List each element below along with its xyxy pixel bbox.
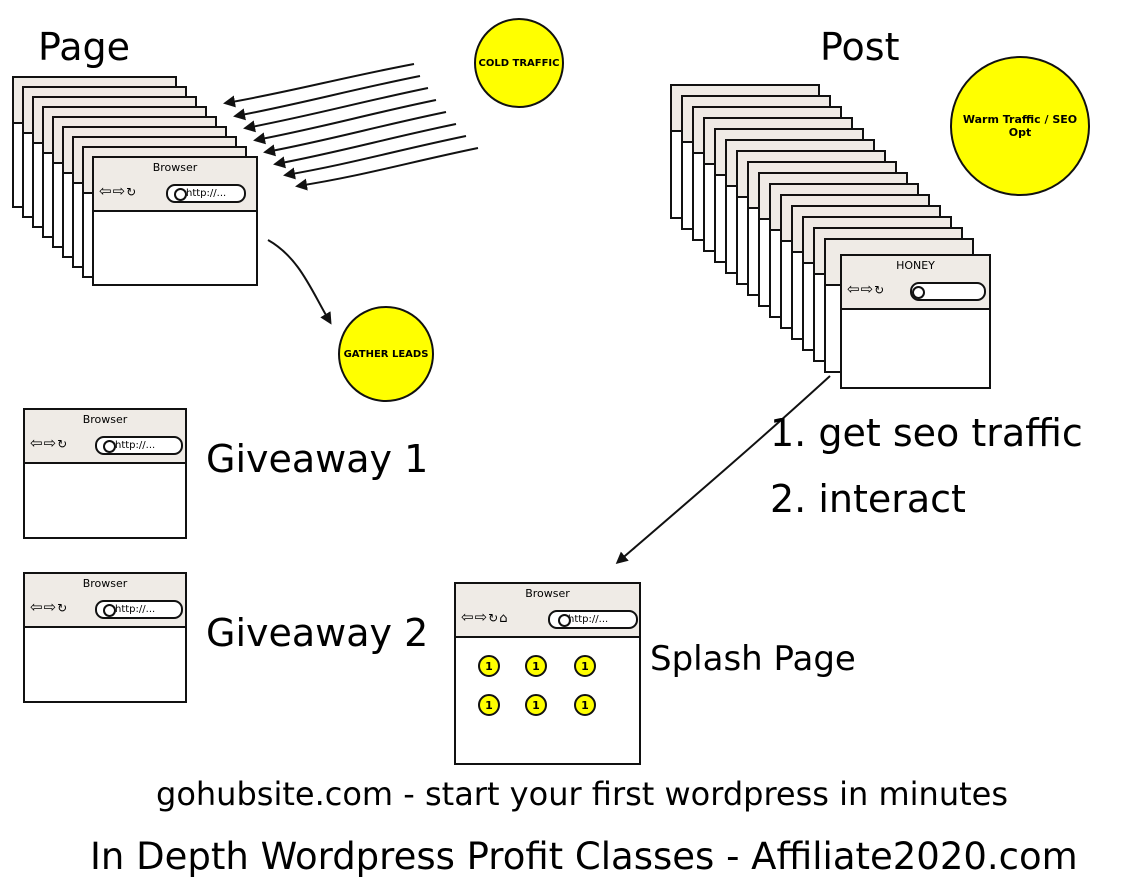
back-arrow-icon: ⇦ [461,608,475,626]
splash-page-label: Splash Page [650,639,856,679]
back-arrow-icon: ⇦ [847,280,861,298]
giveaway-1-browser: Browser ⇦⇨↻ http://... [23,408,187,539]
to-splash-page-arrow [615,375,831,564]
search-icon [103,440,116,453]
coin-icon: 1 [478,655,500,677]
back-arrow-icon: ⇦ [30,434,44,452]
nav-icons: ⇦⇨↻ [30,434,68,452]
forward-arrow-icon: ⇨ [860,280,875,298]
to-gather-leads-arrow [267,239,332,325]
reload-icon: ↻ [57,437,69,451]
nav-icons: ⇦⇨↻ [30,598,68,616]
search-icon [103,604,116,617]
page-heading: Page [38,25,130,69]
page-front-browser: Browser ⇦⇨↻ http://... [92,156,258,286]
coin-icon: 1 [574,655,596,677]
warm-traffic-circle: Warm Traffic / SEO Opt [950,56,1090,196]
giveaway-2-label: Giveaway 2 [206,611,429,655]
browser-title: HONEY [896,259,935,272]
url-bar: http://... [95,600,183,619]
step-two-text: 2. interact [770,477,966,521]
search-icon [912,286,925,299]
home-icon: ⌂ [499,611,509,626]
giveaway-1-label: Giveaway 1 [206,437,429,481]
post-heading: Post [820,25,900,69]
nav-icons: ⇦⇨↻ [847,280,885,298]
step-one-text: 1. get seo traffic [770,411,1083,455]
nav-icons: ⇦⇨↻⌂ [461,608,508,626]
gather-leads-circle: GATHER LEADS [338,306,434,402]
reload-icon: ↻ [488,611,500,625]
forward-arrow-icon: ⇨ [474,608,489,626]
splash-page-browser: Browser ⇦⇨↻⌂ http://... 1 1 1 1 1 1 [454,582,641,765]
search-icon [558,614,571,627]
back-arrow-icon: ⇦ [30,598,44,616]
footer-line-2: In Depth Wordpress Profit Classes - Affi… [90,835,1078,878]
coin-icon: 1 [574,694,596,716]
post-front-browser: HONEY ⇦⇨↻ [840,254,991,389]
reload-icon: ↻ [57,601,69,615]
cold-traffic-lines [223,63,479,191]
search-icon [174,188,187,201]
nav-icons: ⇦⇨↻ [99,182,137,200]
reload-icon: ↻ [126,185,138,199]
browser-title: Browser [82,413,128,426]
forward-arrow-icon: ⇨ [43,434,58,452]
url-bar: http://... [95,436,183,455]
url-bar [910,282,986,301]
forward-arrow-icon: ⇨ [43,598,58,616]
coin-icon: 1 [525,694,547,716]
url-bar: http://... [548,610,638,629]
browser-title: Browser [525,587,570,600]
browser-title: Browser [82,577,128,590]
giveaway-2-browser: Browser ⇦⇨↻ http://... [23,572,187,703]
reload-icon: ↻ [874,283,886,297]
coin-icon: 1 [478,694,500,716]
url-bar: http://... [166,184,246,203]
back-arrow-icon: ⇦ [99,182,113,200]
forward-arrow-icon: ⇨ [112,182,127,200]
cold-traffic-circle: COLD TRAFFIC [474,18,564,108]
coin-icon: 1 [525,655,547,677]
footer-line-1: gohubsite.com - start your first wordpre… [156,775,1008,813]
browser-title: Browser [152,161,198,174]
